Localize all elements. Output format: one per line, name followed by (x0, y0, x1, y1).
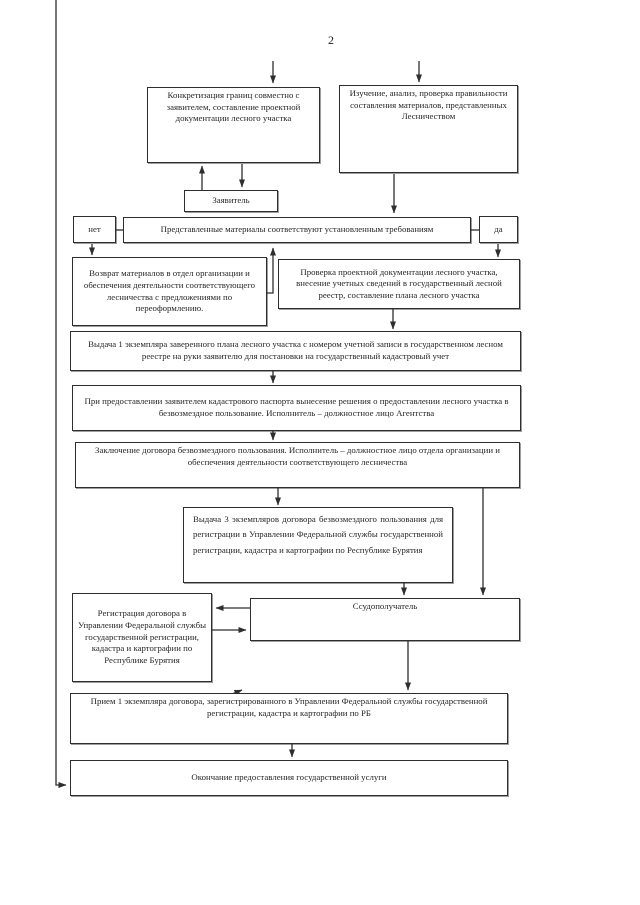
arrow-return-loop (267, 247, 276, 294)
box-condition: Представленные материалы соответствуют у… (123, 217, 471, 243)
box-decision: При предоставлении заявителем кадастрово… (72, 385, 521, 431)
box-applicant: Заявитель (184, 190, 278, 212)
box-concretization: Конкретизация границ совместно с заявите… (147, 87, 320, 163)
box-check: Проверка проектной документации лесного … (278, 259, 520, 309)
box-contract: Заключение договора безвозмездного польз… (75, 442, 520, 488)
box-yes: да (479, 216, 518, 243)
arrow-left-bypass-to-end (55, 0, 67, 788)
box-study: Изучение, анализ, проверка правильности … (339, 85, 518, 173)
box-issue-plan: Выдача 1 экземпляра заверенного плана ле… (70, 331, 521, 371)
box-end: Окончание предоставления государственной… (70, 760, 508, 796)
box-issue-contract: Выдача 3 экземпляров договора безвозмезд… (183, 507, 453, 583)
box-registration: Регистрация договора в Управлении Федера… (72, 593, 212, 682)
box-return: Возврат материалов в отдел организации и… (72, 257, 267, 326)
box-recipient: Ссудополучатель (250, 598, 520, 641)
page-number: 2 (328, 33, 334, 47)
box-no: нет (73, 216, 116, 243)
box-reception: Прием 1 экземпляра договора, зарегистрир… (70, 693, 508, 744)
